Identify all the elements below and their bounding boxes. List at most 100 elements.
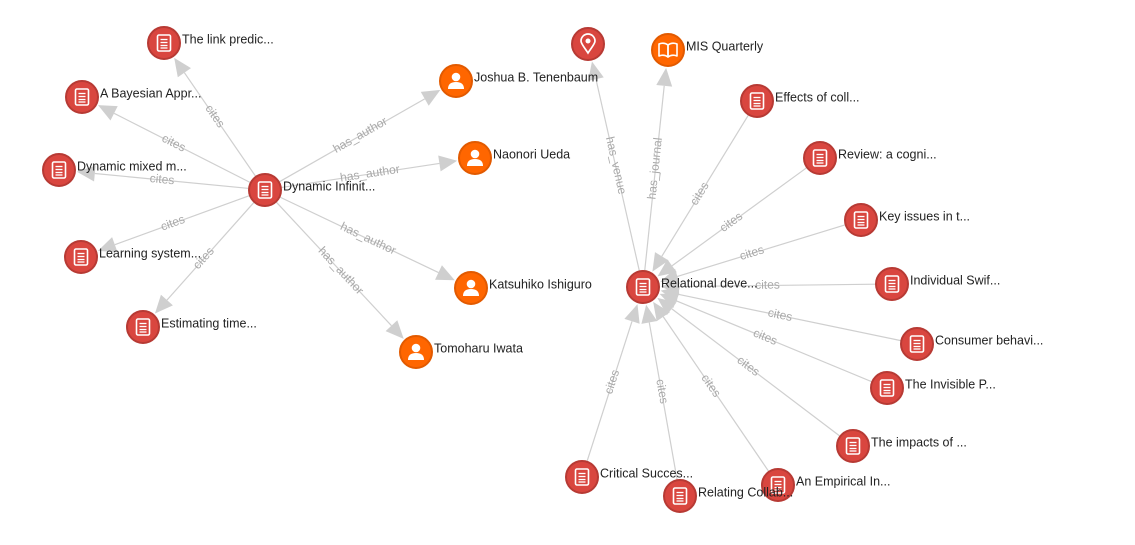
edge-line [114,194,251,246]
node-label: Estimating time... [161,316,257,330]
edge-label: cites [698,371,723,399]
map-pin-icon [580,33,596,55]
arrowhead-icon [435,265,455,281]
document-icon [812,149,828,167]
edge-cites[interactable]: cites [652,114,750,272]
node-label: The impacts of ... [871,435,967,449]
node-label: The Invisible P... [905,377,996,391]
person-icon [463,279,479,296]
node-label: Key issues in t... [879,209,970,223]
edge-label: cites [738,242,766,263]
arrowhead-icon [438,155,458,172]
edge-cites[interactable]: cites [660,286,902,342]
venue-node[interactable] [571,27,605,61]
paper-node[interactable]: Consumer behavi... [900,327,1043,361]
node-label: Consumer behavi... [935,333,1043,347]
edge-line [113,112,252,184]
document-icon [672,487,688,505]
paper-node[interactable]: Review: a cogni... [803,141,937,175]
edge-has-author[interactable]: has_author [275,201,404,339]
edge-label: cites [202,102,228,130]
node-label: Individual Swif... [910,273,1000,287]
edge-line [166,201,255,301]
edge-label: cites [717,209,745,235]
node-label: Relational deve... [661,276,758,290]
paper-node[interactable]: The impacts of ... [836,429,967,463]
edge-line [595,78,641,272]
journal-node[interactable]: MIS Quarterly [651,33,764,67]
node-label: Critical Succes... [600,466,693,480]
arrowhead-icon [652,252,669,272]
edge-cites[interactable]: cites [653,301,770,473]
edge-line [648,322,678,481]
edge-cites[interactable]: cites [641,304,678,481]
person-node[interactable]: Joshua B. Tenenbaum [439,64,598,98]
edge-cites[interactable]: cites [657,297,841,437]
document-icon [574,468,590,486]
node-label: Tomoharu Iwata [434,341,523,355]
edge-cites[interactable]: cites [659,293,873,383]
arrowhead-icon [174,57,191,78]
edge-line [279,196,439,274]
document-icon [135,318,151,336]
document-icon [73,248,89,266]
node-label: Effects of coll... [775,90,860,104]
edge-has-venue[interactable]: has_venue [588,61,641,272]
edge-label: has_author [316,244,367,297]
arrowhead-icon [420,89,441,106]
document-icon [156,34,172,52]
edge-cites[interactable]: cites [76,165,250,190]
paper-node[interactable]: Dynamic mixed m... [42,153,187,187]
document-icon [879,379,895,397]
person-node[interactable]: Katsuhiko Ishiguro [454,271,592,305]
paper-node[interactable]: The link predic... [147,26,274,60]
paper-node[interactable]: Individual Swif... [875,267,1000,301]
edge-line [661,114,750,257]
edge-label: has_author [331,114,390,156]
paper-node[interactable]: Dynamic Infinit... [248,173,375,207]
edge-label: cites [751,326,779,348]
edge-label: cites [159,212,187,234]
document-icon [749,92,765,110]
paper-node[interactable]: Relating Collab... [663,479,793,513]
edge-label: cites [601,368,622,396]
arrowhead-icon [385,320,404,339]
paper-node[interactable]: Key issues in t... [844,203,970,237]
edge-line [671,166,808,267]
arrowhead-icon [76,165,96,182]
arrowhead-icon [660,268,680,285]
edges-layer: citescitescitescitesciteshas_authorhas_a… [76,57,902,481]
edge-cites[interactable]: cites [97,194,251,253]
person-node[interactable]: Naonori Ueda [458,141,570,175]
edge-cites[interactable]: cites [660,224,846,285]
edge-label: has_author [338,219,398,257]
person-node[interactable]: Tomoharu Iwata [399,335,523,369]
person-icon [408,343,424,360]
paper-node[interactable]: Effects of coll... [740,84,860,118]
edge-has-journal[interactable]: has_journal [644,67,673,272]
node-label: The link predic... [182,32,274,46]
edge-line [671,308,841,437]
paper-node[interactable]: Learning system... [64,240,201,274]
edge-cites[interactable]: cites [586,304,640,462]
arrowhead-icon [657,297,677,316]
paper-node[interactable]: Critical Succes... [565,460,693,494]
document-icon [51,161,67,179]
paper-node[interactable]: An Empirical In... [761,468,890,502]
edge-label: has_venue [603,135,630,196]
arrowhead-icon [154,294,173,314]
edge-has-author[interactable]: has_author [279,196,455,281]
paper-node[interactable]: The Invisible P... [870,371,996,405]
paper-node[interactable]: A Bayesian Appr... [65,80,201,114]
node-label: Dynamic mixed m... [77,159,187,173]
arrowhead-icon [624,304,640,324]
paper-node[interactable]: Estimating time... [126,310,257,344]
edge-line [275,201,392,327]
paper-node[interactable]: Relational deve... [626,270,758,304]
edge-label: cites [755,278,780,292]
arrowhead-icon [97,237,118,253]
node-label: Katsuhiko Ishiguro [489,277,592,291]
node-label: Review: a cogni... [838,147,937,161]
arrowhead-icon [588,61,604,81]
